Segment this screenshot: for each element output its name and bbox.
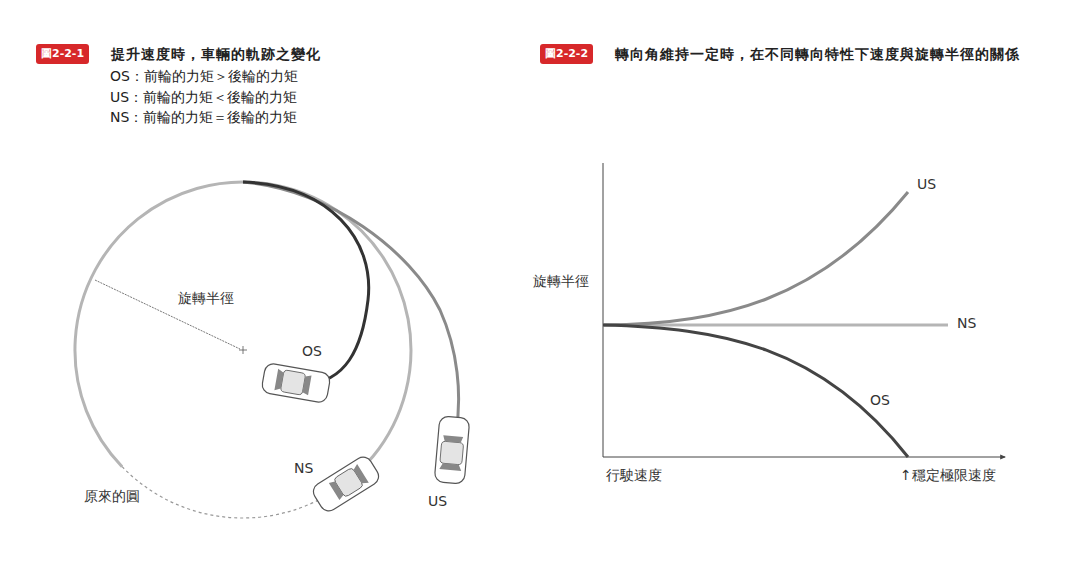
original-circle-dashed (122, 467, 322, 518)
x-axis (603, 457, 1005, 458)
radius-line (95, 280, 240, 349)
figure-badge: 圖2-2-2 轉向角維持一定時，在不同轉向特性下速度與旋轉半徑的關係 (540, 44, 1045, 64)
figure-title: 提升速度時，車輛的軌跡之變化 (111, 44, 431, 64)
os-car (261, 362, 331, 403)
os-trajectory (243, 182, 369, 384)
original-circle (75, 182, 411, 498)
figure-label: 原來的圓 (84, 488, 140, 505)
figure-label: ↑穩定極限速度 (900, 467, 996, 484)
os-curve (603, 325, 908, 457)
figure-label: NS (294, 460, 313, 477)
figure-label: 行駛速度 (606, 467, 662, 484)
us-trajectory (243, 182, 459, 432)
definition-line: NS：前輪的力矩＝後輪的力矩 (110, 109, 297, 126)
figure-label: OS (870, 392, 890, 409)
y-axis (603, 163, 604, 457)
figure-label: NS (957, 315, 976, 332)
figure-number: 圖2-2-1 (36, 44, 89, 64)
us-curve (603, 192, 908, 325)
figure-label: US (428, 493, 447, 510)
figure-label: 旋轉半徑 (178, 290, 234, 307)
figure-label: OS (302, 343, 322, 360)
center-mark (239, 346, 247, 354)
figure-title: 轉向角維持一定時，在不同轉向特性下速度與旋轉半徑的關係 (615, 44, 1045, 64)
ns-car (310, 454, 382, 514)
definition-line: OS：前輪的力矩＞後輪的力矩 (110, 68, 298, 85)
figure-label: 旋轉半徑 (533, 273, 589, 290)
figure-number: 圖2-2-2 (540, 44, 593, 64)
figure-badge: 圖2-2-1 提升速度時，車輛的軌跡之變化 (36, 44, 431, 64)
figure-label: US (917, 176, 936, 193)
us-car (434, 416, 470, 484)
definition-line: US：前輪的力矩＜後輪的力矩 (110, 89, 297, 106)
